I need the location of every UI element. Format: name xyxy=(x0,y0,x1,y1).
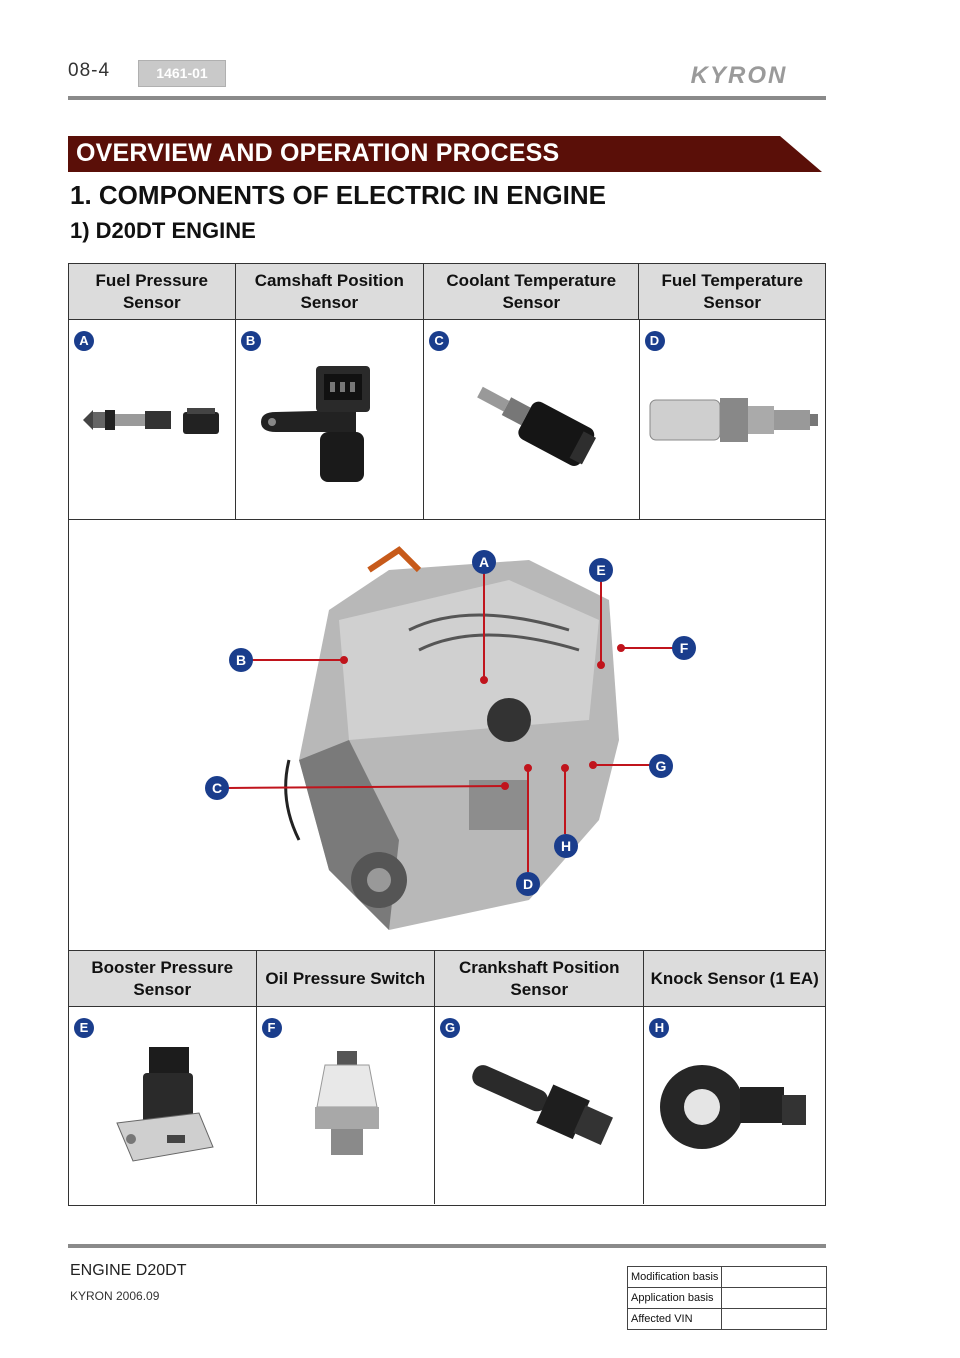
affected-vin-value xyxy=(721,1308,827,1330)
cell-oil-pressure-switch: F xyxy=(257,1007,436,1204)
header-knock-sensor: Knock Sensor (1 EA) xyxy=(650,968,819,988)
callout-c: C xyxy=(205,776,229,800)
modification-basis-label: Modification basis xyxy=(626,1266,723,1288)
footer-date: KYRON 2006.09 xyxy=(70,1289,160,1303)
callout-h: H xyxy=(554,834,578,858)
callout-lines xyxy=(226,572,677,872)
callout-g: G xyxy=(649,754,673,778)
section-banner: OVERVIEW AND OPERATION PROCESS xyxy=(68,136,822,172)
application-basis-value xyxy=(721,1287,827,1309)
header-rule xyxy=(68,96,826,100)
modification-row: Modification basis xyxy=(626,1266,827,1288)
page-subheading: 1) D20DT ENGINE xyxy=(70,218,256,243)
header-booster-pressure-sensor: Booster Pressure Sensor xyxy=(69,951,257,1006)
cell-fuel-pressure-sensor: A xyxy=(69,320,236,519)
page-number: 08-4 xyxy=(68,60,111,81)
cell-knock-sensor: H xyxy=(644,1007,825,1204)
marker-d: D xyxy=(644,331,665,351)
cell-fuel-temperature-sensor: D xyxy=(640,320,826,519)
application-basis-label: Application basis xyxy=(626,1287,723,1309)
modification-table: Modification basis Application basis Aff… xyxy=(626,1266,827,1330)
marker-b: B xyxy=(240,331,261,351)
header-fuel-temperature-sensor: Fuel Temperature Sensor xyxy=(661,270,803,312)
page-heading: 1. COMPONENTS OF ELECTRIC IN ENGINE xyxy=(70,180,606,210)
booster-pressure-sensor-image xyxy=(116,1047,214,1162)
doc-code-badge: 1461-01 xyxy=(138,60,226,87)
callout-e: E xyxy=(589,558,613,582)
top-header-row: Fuel Pressure Sensor Camshaft Position S… xyxy=(69,264,825,320)
crankshaft-position-sensor-image xyxy=(472,1065,614,1146)
engine-diagram-area: A E B F C G H D xyxy=(69,520,825,951)
cell-camshaft-position-sensor: B xyxy=(236,320,425,519)
oil-pressure-switch-image xyxy=(314,1051,379,1155)
header-camshaft-position-sensor: Camshaft Position Sensor xyxy=(236,264,425,319)
affected-vin-row: Affected VIN xyxy=(626,1308,827,1330)
modification-basis-value xyxy=(721,1266,827,1288)
cell-booster-pressure-sensor: E xyxy=(69,1007,257,1204)
camshaft-position-sensor-image xyxy=(260,366,370,482)
fuel-temperature-sensor-image xyxy=(649,398,818,442)
header-oil-pressure-switch: Oil Pressure Switch xyxy=(257,951,436,1006)
callout-f: F xyxy=(672,636,696,660)
bottom-image-row: E F G xyxy=(69,1007,825,1204)
header-crankshaft-position-sensor: Crankshaft Position Sensor xyxy=(435,951,645,1006)
cell-coolant-temperature-sensor: C xyxy=(424,320,640,519)
marker-e: E xyxy=(74,1018,94,1038)
coolant-temperature-sensor-image xyxy=(477,386,597,466)
kyron-logo: KYRON xyxy=(691,62,788,89)
callout-b: B xyxy=(229,648,253,672)
header-fuel-pressure-sensor: Fuel Pressure Sensor xyxy=(69,264,236,319)
fuel-pressure-sensor-image xyxy=(83,408,219,434)
marker-a: A xyxy=(74,331,94,351)
callout-a: A xyxy=(472,550,496,574)
header-coolant-temperature-sensor: Coolant Temperature Sensor xyxy=(424,264,640,319)
marker-g: G xyxy=(440,1018,461,1038)
top-image-row: A B C xyxy=(69,320,825,520)
application-row: Application basis xyxy=(626,1287,827,1309)
footer-title: ENGINE D20DT xyxy=(70,1262,187,1279)
marker-f: F xyxy=(261,1018,282,1038)
affected-vin-label: Affected VIN xyxy=(626,1308,723,1330)
components-table: Fuel Pressure Sensor Camshaft Position S… xyxy=(68,263,826,1206)
banner-shape xyxy=(68,136,822,172)
footer-rule xyxy=(68,1244,826,1248)
knock-sensor-image xyxy=(660,1065,807,1149)
bottom-header-row: Booster Pressure Sensor Oil Pressure Swi… xyxy=(69,951,825,1007)
section-banner-title: OVERVIEW AND OPERATION PROCESS xyxy=(76,139,560,167)
cell-crankshaft-position-sensor: G xyxy=(435,1007,645,1204)
callout-d: D xyxy=(516,872,540,896)
svg-text:KYRON: KYRON xyxy=(691,62,788,89)
marker-h: H xyxy=(649,1018,670,1038)
marker-c: C xyxy=(429,331,450,351)
